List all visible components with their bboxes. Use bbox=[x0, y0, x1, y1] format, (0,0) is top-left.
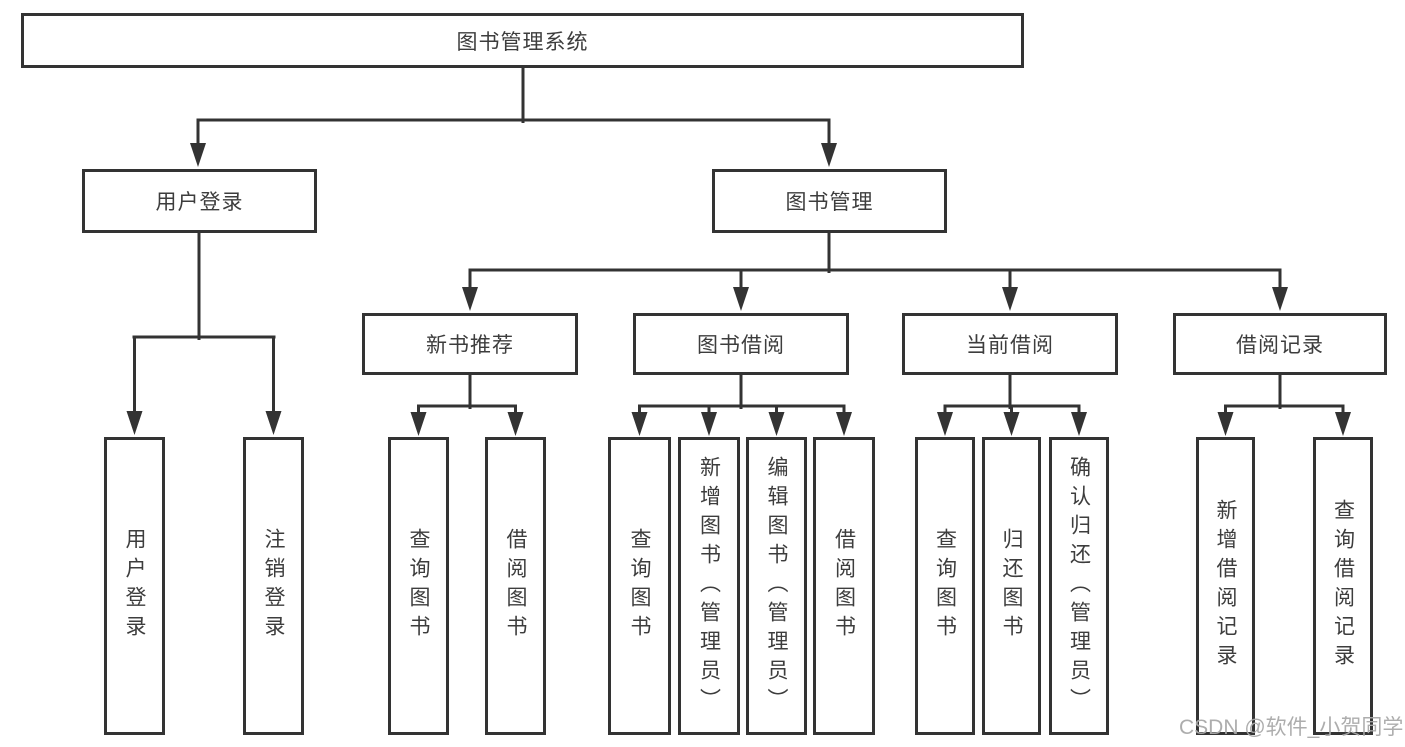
leaf-bb-add-books-admin-label: 新增图书（管理员） bbox=[697, 455, 721, 717]
leaf-br-add-record: 新增借阅记录 bbox=[1196, 437, 1255, 735]
node-book-borrow-label: 图书借阅 bbox=[697, 334, 785, 357]
leaf-nb-query-books: 查询图书 bbox=[388, 437, 449, 735]
leaf-cb-query-books-label: 查询图书 bbox=[933, 528, 957, 644]
node-borrow-records-label: 借阅记录 bbox=[1236, 334, 1324, 357]
leaf-nb-query-books-label: 查询图书 bbox=[407, 528, 430, 644]
node-book-mgmt: 图书管理 bbox=[712, 169, 947, 233]
node-root-label: 图书管理系统 bbox=[456, 30, 589, 54]
node-current-borrow: 当前借阅 bbox=[902, 313, 1118, 375]
node-user-login: 用户登录 bbox=[82, 169, 317, 233]
leaf-nb-borrow-books: 借阅图书 bbox=[485, 437, 546, 735]
connector-book-mgmt bbox=[462, 229, 1288, 311]
connector-book-borrow bbox=[631, 371, 852, 436]
connector-borrow-records bbox=[1217, 371, 1351, 436]
leaf-user-login: 用户登录 bbox=[104, 437, 165, 735]
node-user-login-label: 用户登录 bbox=[155, 191, 244, 214]
leaf-cb-confirm-return-admin: 确认归还（管理员） bbox=[1049, 437, 1109, 735]
leaf-logout: 注销登录 bbox=[243, 437, 304, 735]
leaf-nb-borrow-books-label: 借阅图书 bbox=[504, 528, 527, 644]
leaf-bb-edit-books-admin-label: 编辑图书（管理员） bbox=[765, 455, 788, 717]
leaf-br-query-record: 查询借阅记录 bbox=[1313, 437, 1373, 735]
node-book-borrow: 图书借阅 bbox=[633, 313, 849, 375]
leaf-cb-query-books: 查询图书 bbox=[915, 437, 975, 735]
leaf-user-login-label: 用户登录 bbox=[123, 528, 146, 644]
node-new-book-rec: 新书推荐 bbox=[362, 313, 578, 375]
node-root: 图书管理系统 bbox=[21, 13, 1024, 68]
node-borrow-records: 借阅记录 bbox=[1173, 313, 1387, 375]
connector-current-borrow bbox=[937, 371, 1087, 436]
leaf-bb-edit-books-admin: 编辑图书（管理员） bbox=[746, 437, 807, 735]
connector-user-login bbox=[126, 229, 282, 435]
leaf-bb-borrow-books-label: 借阅图书 bbox=[832, 528, 856, 644]
leaf-br-add-record-label: 新增借阅记录 bbox=[1214, 499, 1237, 673]
leaf-bb-borrow-books: 借阅图书 bbox=[813, 437, 875, 735]
node-book-mgmt-label: 图书管理 bbox=[785, 191, 874, 214]
leaf-cb-return-books: 归还图书 bbox=[982, 437, 1041, 735]
connector-root bbox=[190, 64, 837, 167]
leaf-cb-confirm-return-admin-label: 确认归还（管理员） bbox=[1067, 455, 1091, 717]
leaf-bb-query-books: 查询图书 bbox=[608, 437, 671, 735]
node-new-book-rec-label: 新书推荐 bbox=[426, 334, 514, 357]
leaf-bb-query-books-label: 查询图书 bbox=[628, 528, 651, 644]
leaf-cb-return-books-label: 归还图书 bbox=[1000, 528, 1023, 644]
leaf-br-query-record-label: 查询借阅记录 bbox=[1331, 499, 1355, 673]
leaf-logout-label: 注销登录 bbox=[262, 528, 285, 644]
csdn-watermark: CSDN @软件_小贺同学 bbox=[1179, 716, 1404, 739]
connector-new-book-rec bbox=[410, 371, 524, 436]
node-current-borrow-label: 当前借阅 bbox=[966, 334, 1054, 357]
leaf-bb-add-books-admin: 新增图书（管理员） bbox=[678, 437, 740, 735]
